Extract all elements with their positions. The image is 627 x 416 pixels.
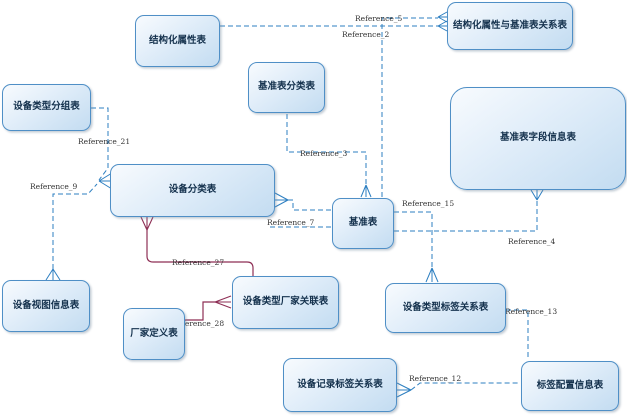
crow-foot-icon: [98, 172, 113, 190]
reference-21-connector: Reference_21: [78, 107, 130, 190]
reference-3-connector: Reference_3: [286, 114, 372, 198]
crow-foot-icon: [214, 295, 232, 309]
reference-12-connector: Reference_12: [396, 374, 520, 398]
reference-4-connector: Reference_4: [394, 189, 556, 246]
entity-vendor-definition[interactable]: 厂家定义表: [123, 308, 185, 360]
entity-device-category[interactable]: 设备分类表: [110, 164, 275, 217]
entity-device-record-tag-relation[interactable]: 设备记录标签关系表: [283, 358, 397, 412]
reference-3-label: Reference_3: [300, 149, 348, 158]
entity-device-type-group[interactable]: 设备类型分组表: [2, 84, 91, 131]
crow-foot-icon: [140, 216, 154, 231]
reference-13-label: Reference_13: [505, 307, 557, 316]
crow-foot-icon: [396, 382, 412, 398]
entity-device-type-vendor-relation[interactable]: 设备类型厂家关联表: [232, 276, 339, 329]
reference-13-connector: Reference_13: [505, 307, 557, 360]
entity-device-view-info[interactable]: 设备视图信息表: [2, 280, 90, 332]
reference-27-label: Reference_27: [172, 258, 224, 267]
crow-foot-icon: [437, 20, 448, 32]
reference-9-connector: Reference_9: [30, 182, 98, 281]
entity-baseline-field-info[interactable]: 基准表字段信息表: [450, 87, 626, 190]
entity-baseline-category[interactable]: 基准表分类表: [248, 62, 325, 113]
reference-15-connector: Reference_15: [394, 199, 454, 283]
reference-28-label: Reference_28: [172, 319, 224, 328]
entity-structured-attribute-baseline-relation[interactable]: 结构化属性与基准表关系表: [447, 2, 573, 50]
reference-12-label: Reference_12: [409, 374, 461, 383]
reference-7-connector: Reference_7: [267, 192, 332, 228]
entity-tag-config-info[interactable]: 标签配置信息表: [521, 361, 619, 411]
entity-baseline[interactable]: 基准表: [332, 198, 394, 249]
reference-2-connector: Reference_2: [220, 20, 448, 39]
reference-5-connector: Reference_5: [355, 11, 448, 197]
crow-foot-icon: [437, 11, 448, 23]
reference-28-connector: Reference_28: [172, 295, 232, 328]
reference-27-connector: Reference_27: [140, 216, 254, 276]
crow-foot-icon: [45, 268, 61, 281]
entity-device-type-tag-relation[interactable]: 设备类型标签关系表: [385, 283, 506, 333]
crow-foot-icon: [425, 267, 439, 283]
entity-structured-attribute[interactable]: 结构化属性表: [135, 15, 220, 67]
crow-foot-icon: [360, 184, 372, 198]
crow-foot-icon: [530, 189, 544, 201]
reference-21-label: Reference_21: [78, 137, 130, 146]
reference-2-label: Reference_2: [342, 30, 390, 39]
reference-4-label: Reference_4: [508, 237, 556, 246]
reference-5-label: Reference_5: [355, 14, 403, 23]
reference-15-label: Reference_15: [402, 199, 454, 208]
crow-foot-icon: [274, 192, 289, 208]
reference-7-label: Reference_7: [267, 218, 315, 227]
reference-9-label: Reference_9: [30, 182, 78, 191]
